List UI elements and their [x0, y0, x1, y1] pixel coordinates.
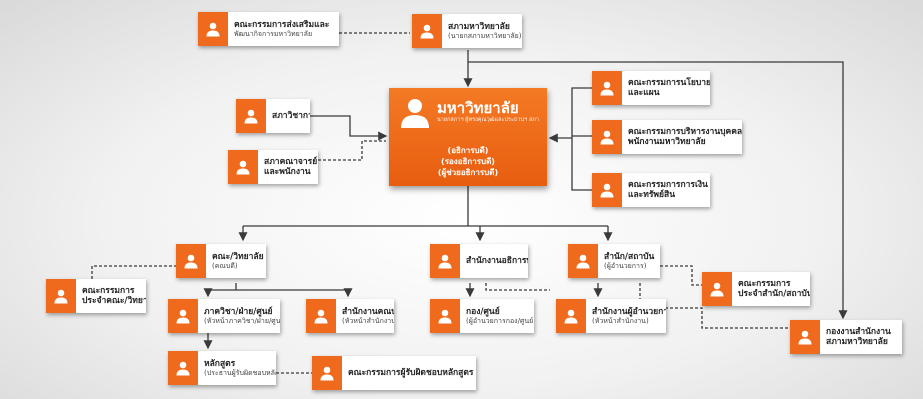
node-sublabel: (หัวหน้าสำนักงาน) — [592, 316, 649, 325]
person-icon — [168, 299, 198, 333]
node-faculty-staff-senate: สภาคณาจารย์และพนักงาน — [228, 150, 318, 184]
person-icon — [176, 244, 206, 278]
node-sublabel: (นายกสภามหาวิทยาลัย) — [448, 31, 522, 40]
center-subtitle: นายกสภาฯ ผู้ทรงคุณวุฒิและประธานฯ สภา — [437, 117, 540, 123]
person-icon — [168, 351, 198, 385]
node-label-line2: ประจำสำนัก/สถาบัน — [738, 289, 810, 299]
node-institute-committee: คณะกรรมการประจำสำนัก/สถาบัน — [702, 272, 810, 306]
center-line-vice-president: (รองอธิการบดี) — [441, 157, 495, 166]
node-sublabel: (คณบดี) — [212, 261, 238, 270]
node-council-secretariat: กองงานสำนักงานสภามหาวิทยาลัย — [790, 320, 902, 354]
node-label: หลักสูตร — [204, 358, 236, 369]
node-institute: สำนัก/สถาบัน(ผู้อำนวยการ) — [568, 244, 660, 278]
node-academic-senate: สภาวิชาการ — [236, 99, 310, 133]
node-sublabel: พัฒนากิจการมหาวิทยาลัย — [234, 29, 313, 38]
node-label: คณะกรรมการการเงิน — [628, 180, 708, 190]
node-director-office: สำนักงานผู้อำนวยการ(หัวหน้าสำนักงาน) — [556, 299, 666, 333]
node-sublabel: (ประธานผู้รับผิดชอบหลักสูตร) — [204, 368, 276, 377]
node-label: สภาคณาจารย์ — [264, 157, 318, 167]
node-council: สภามหาวิทยาลัย(นายกสภามหาวิทยาลัย) — [412, 14, 522, 48]
node-sublabel: (ผู้อำนวยการกอง/ศูนย์) — [466, 316, 534, 325]
person-icon — [592, 71, 622, 105]
node-sublabel: (หัวหน้าภาควิชา/ฝ่าย/ศูนย์) — [204, 316, 280, 325]
node-department: ภาควิชา/ฝ่าย/ศูนย์(หัวหน้าภาควิชา/ฝ่าย/ศ… — [168, 299, 280, 333]
node-label-line2: และทรัพย์สิน — [628, 190, 676, 200]
university-center-node: มหาวิทยาลัย นายกสภาฯ ผู้ทรงคุณวุฒิและประ… — [389, 88, 547, 186]
person-icon — [592, 120, 622, 154]
node-label: คณะกรรมการส่งเสริมและ — [234, 19, 330, 30]
person-icon — [198, 12, 228, 46]
node-label: คณะ/วิทยาลัย — [212, 251, 264, 262]
node-label: ภาควิชา/ฝ่าย/ศูนย์ — [204, 306, 273, 317]
node-curriculum-committee: คณะกรรมการผู้รับผิดชอบหลักสูตร — [312, 356, 476, 390]
person-icon — [46, 279, 76, 313]
node-label: สำนัก/สถาบัน — [604, 251, 655, 262]
person-icon — [568, 244, 598, 278]
person-icon — [236, 99, 266, 133]
node-label: กอง/ศูนย์ — [466, 306, 500, 317]
node-label-line2: สภามหาวิทยาลัย — [826, 337, 888, 347]
node-label: คณะกรรมการผู้รับผิดชอบหลักสูตร — [348, 368, 474, 378]
node-label: สำนักงานผู้อำนวยการ — [592, 306, 666, 317]
center-line-president: (อธิการบดี) — [447, 146, 489, 155]
node-label: คณะกรรมการนโยบาย — [628, 78, 710, 88]
person-icon — [397, 94, 433, 134]
node-finance-committee: คณะกรรมการการเงินและทรัพย์สิน — [592, 173, 710, 207]
person-icon — [312, 356, 342, 390]
person-icon — [412, 14, 442, 48]
person-icon — [592, 173, 622, 207]
node-label: กองงานสำนักงาน — [826, 327, 891, 337]
node-sublabel: (หัวหน้าสำนักงาน) — [342, 316, 394, 325]
node-label: สำนักงานคณบดี — [342, 306, 394, 317]
node-label-line2: และแผน — [628, 88, 660, 98]
node-faculty: คณะ/วิทยาลัย(คณบดี) — [176, 244, 266, 278]
node-label: คณะกรรมการ — [738, 279, 791, 289]
node-dean-office: สำนักงานคณบดี(หัวหน้าสำนักงาน) — [306, 299, 394, 333]
person-icon — [228, 150, 258, 184]
center-line-assistant-president: (ผู้ช่วยอธิการบดี) — [437, 168, 499, 177]
node-division: กอง/ศูนย์(ผู้อำนวยการกอง/ศูนย์) — [430, 299, 534, 333]
node-sublabel: (ผู้อำนวยการ) — [604, 261, 647, 270]
node-label-line2: พนักงานมหาวิทยาลัย — [628, 137, 706, 147]
node-policy-committee: คณะกรรมการนโยบายและแผน — [592, 71, 710, 105]
node-label: สภาวิชาการ — [272, 111, 310, 121]
person-icon — [430, 244, 460, 278]
node-hr-committee: คณะกรรมการบริหารงานบุคคลพนักงานมหาวิทยาล… — [592, 120, 742, 154]
person-icon — [702, 272, 732, 306]
node-president-office: สำนักงานอธิการบดี — [430, 244, 528, 278]
person-icon — [790, 320, 820, 354]
node-label-line2: และพนักงาน — [264, 167, 311, 177]
node-promo-committee: คณะกรรมการส่งเสริมและพัฒนากิจการมหาวิทยา… — [198, 12, 339, 46]
person-icon — [556, 299, 586, 333]
node-label: สำนักงานอธิการบดี — [466, 256, 528, 266]
node-label: สภามหาวิทยาลัย — [448, 21, 510, 32]
person-icon — [306, 299, 336, 333]
node-label-line2: ประจำคณะ/วิทยาลัย — [82, 296, 146, 306]
node-curriculum: หลักสูตร(ประธานผู้รับผิดชอบหลักสูตร) — [168, 351, 276, 385]
center-title: มหาวิทยาลัย — [437, 99, 519, 117]
node-label: คณะกรรมการ — [82, 286, 135, 296]
person-icon — [430, 299, 460, 333]
node-label: คณะกรรมการบริหารงานบุคคล — [628, 127, 742, 137]
